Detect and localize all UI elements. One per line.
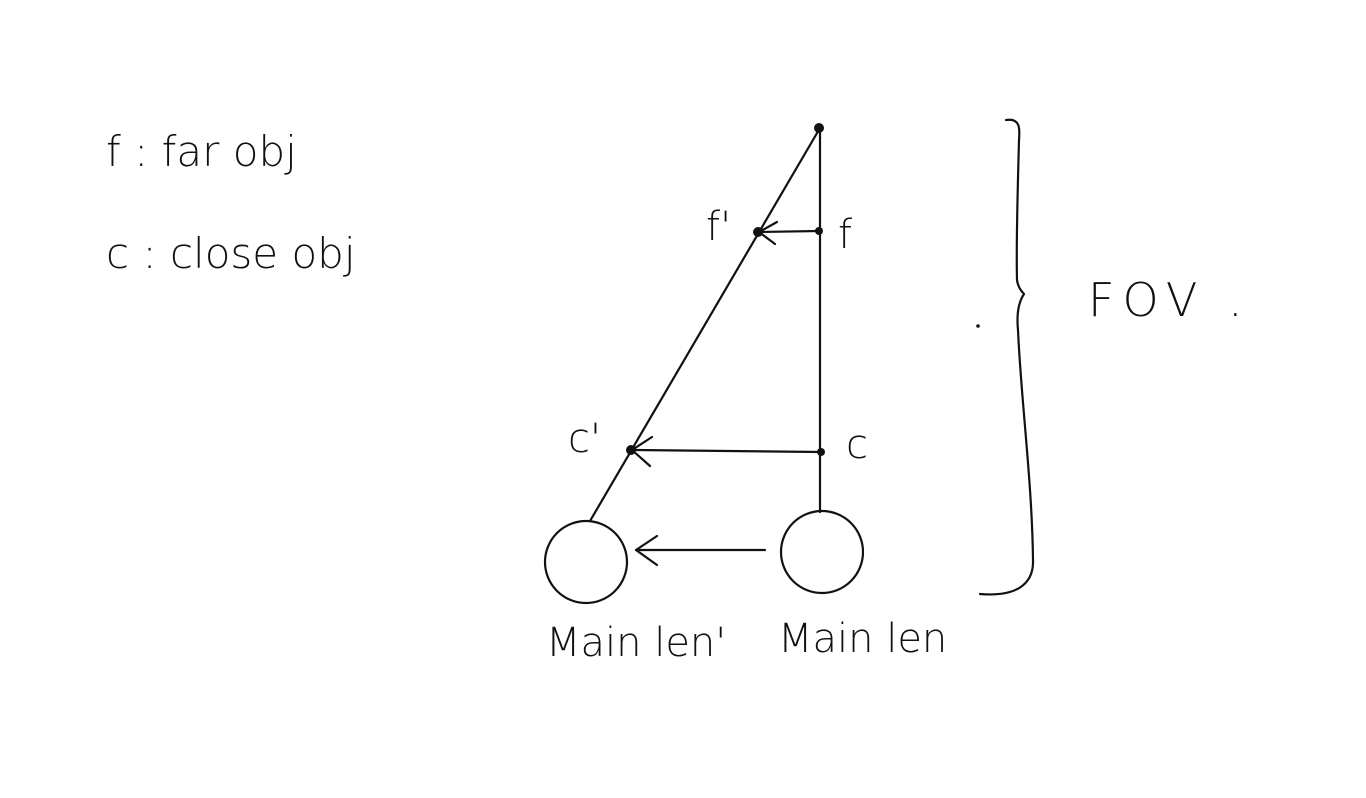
legend-close-object: c : close obj	[106, 229, 356, 278]
shifted-axis-line	[588, 126, 822, 523]
far-object-shifted-label: f'	[706, 204, 731, 250]
apex-point	[814, 123, 824, 133]
far-object-label: f	[838, 212, 852, 258]
close-object-label: c	[846, 422, 868, 468]
far-object-shift-arrow	[757, 229, 821, 234]
close-object-point	[817, 448, 825, 456]
shifted-main-lens-circle	[543, 519, 629, 605]
close-object-shifted-point	[626, 445, 636, 455]
fov-brace	[978, 118, 1035, 596]
lens-shift-arrowhead	[634, 534, 659, 567]
close-object-shifted-label: c'	[568, 416, 601, 462]
far-object-point	[815, 227, 823, 235]
main-lens-label: Main len	[778, 616, 947, 662]
far-object-shifted-point	[753, 227, 763, 237]
shifted-main-lens-label: Main len'	[546, 620, 726, 666]
legend-far-object: f : far obj	[106, 127, 297, 176]
stray-dot	[976, 324, 980, 328]
fov-label: FOV .	[1088, 273, 1251, 327]
close-object-shift-arrow	[630, 448, 823, 454]
main-lens-circle	[779, 509, 865, 595]
